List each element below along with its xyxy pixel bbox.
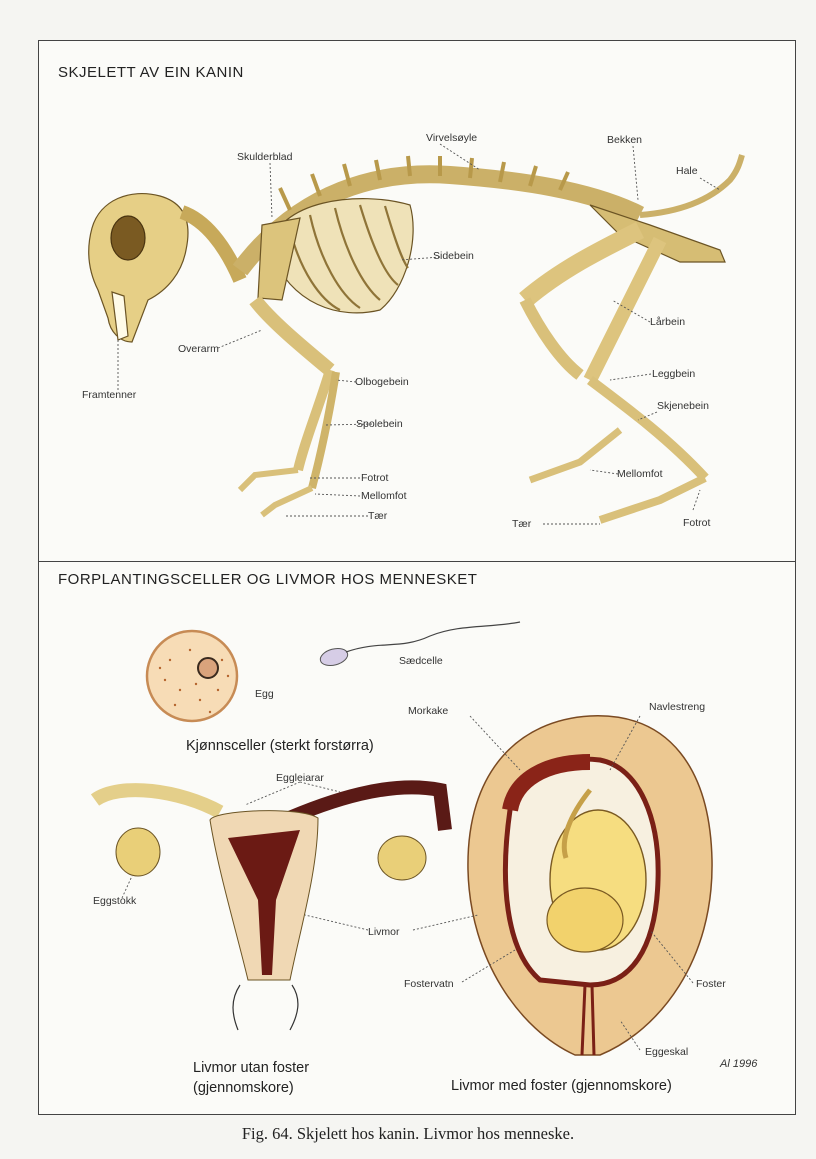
uterus-without-fetus — [95, 787, 445, 1030]
femur — [525, 230, 640, 300]
label-livmor-med: Livmor med foster (gjennomskore) — [451, 1077, 672, 1095]
fetus-head — [547, 888, 623, 952]
cervix-lines — [233, 985, 298, 1030]
label-skjenebein: Skjenebein — [657, 400, 709, 412]
front-paw-2 — [262, 488, 312, 515]
label-virvelsoyle: Virvelsøyle — [426, 132, 477, 144]
artist-signature: Al 1996 — [720, 1058, 760, 1070]
rabbit-skeleton — [89, 155, 742, 520]
reproduction-panel-title: FORPLANTINGSCELLER OG LIVMOR HOS MENNESK… — [58, 571, 477, 588]
label-eggleiarar: Eggleiarar — [276, 772, 324, 784]
label-taer-front: Tær — [368, 510, 387, 522]
figure-caption: Fig. 64. Skjelett hos kanin. Livmor hos … — [0, 1124, 816, 1144]
label-mellomfot-front: Mellomfot — [361, 490, 407, 502]
tibia — [525, 300, 580, 375]
label-eggeskal: Eggeskal — [645, 1046, 688, 1058]
label-navlestreng: Navlestreng — [649, 701, 705, 713]
label-saedcelle: Sædcelle — [399, 655, 443, 667]
label-overarm: Overarm — [178, 343, 219, 355]
label-morkake: Morkake — [408, 705, 448, 717]
sperm-head — [318, 646, 349, 669]
ovary-right — [378, 836, 426, 880]
label-mellomfot-back: Mellomfot — [617, 468, 663, 480]
skull — [89, 194, 188, 342]
sperm-tail — [346, 622, 520, 652]
shin-2 — [590, 380, 705, 478]
fallopian-tube-left — [95, 790, 220, 812]
label-fotrot-back: Fotrot — [683, 517, 710, 529]
label-fostervatn: Fostervatn — [404, 978, 454, 990]
label-kjonnsceller: Kjønnsceller (sterkt forstørra) — [186, 737, 374, 755]
label-livmor-utan-line2: (gjennomskore) — [193, 1079, 294, 1097]
label-fotrot-front: Fotrot — [361, 472, 388, 484]
skeleton-panel-title: SKJELETT AV EIN KANIN — [58, 64, 244, 81]
tail — [640, 155, 742, 215]
label-spolebein: Spolebein — [356, 418, 403, 430]
label-egg: Egg — [255, 688, 274, 700]
neck-vertebrae — [182, 212, 240, 280]
label-foster: Foster — [696, 978, 726, 990]
uterus-with-fetus — [468, 716, 712, 1055]
egg-nucleus — [198, 658, 218, 678]
hind-paw-1 — [530, 430, 620, 480]
label-eggstokk: Eggstokk — [93, 895, 136, 907]
label-livmor: Livmor — [368, 926, 400, 938]
label-skulderblad: Skulderblad — [237, 151, 292, 163]
label-hale: Hale — [676, 165, 698, 177]
label-leggbein: Leggbein — [652, 368, 695, 380]
upper-arm — [255, 300, 330, 370]
label-larbein: Lårbein — [650, 316, 685, 328]
label-livmor-utan-line1: Livmor utan foster — [193, 1059, 309, 1077]
femur-2 — [590, 240, 660, 380]
front-paw-1 — [240, 470, 298, 490]
hind-paw-2 — [600, 478, 705, 520]
label-framtenner: Framtenner — [82, 389, 136, 401]
ovary-left — [116, 828, 160, 876]
label-taer-back: Tær — [512, 518, 531, 530]
label-bekken: Bekken — [607, 134, 642, 146]
label-olbogebein: Olbogebein — [355, 376, 409, 388]
label-sidebein: Sidebein — [433, 250, 474, 262]
eye-socket — [111, 216, 145, 260]
egg-cell — [147, 631, 237, 721]
